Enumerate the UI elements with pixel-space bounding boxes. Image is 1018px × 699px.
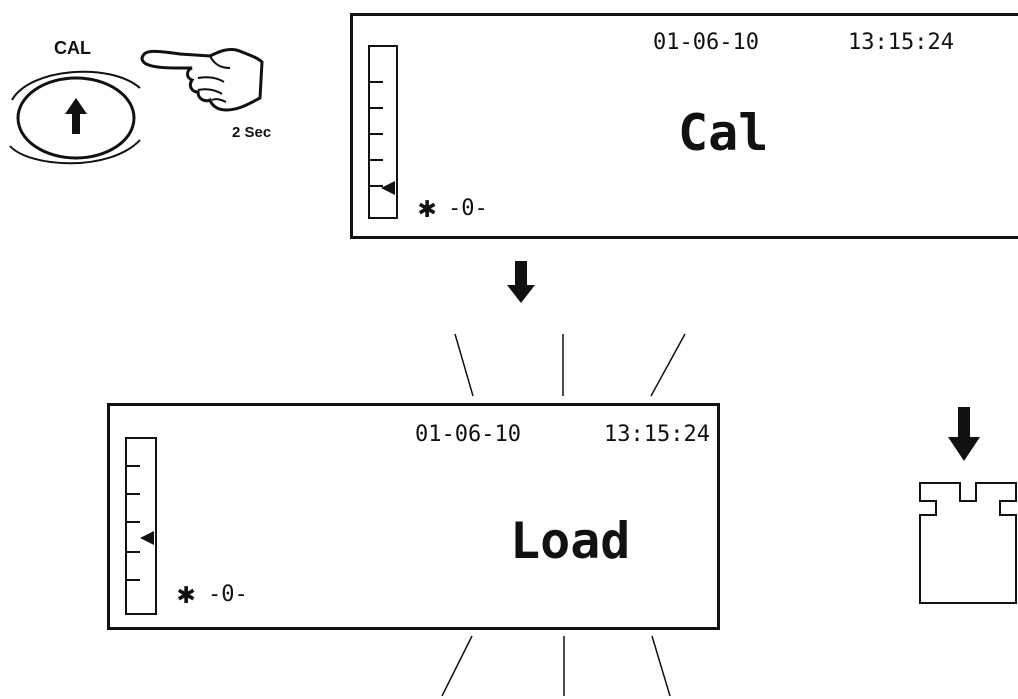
- time-readout: 13:15:24: [604, 422, 710, 447]
- stable-indicator: ✱: [418, 190, 437, 225]
- gauge-pointer: [381, 181, 395, 195]
- bar-gauge: [368, 45, 398, 219]
- display-message: Load: [510, 512, 631, 570]
- flash-rays-bottom: [441, 635, 671, 697]
- down-arrow-icon: [507, 261, 535, 303]
- hold-time-label: 2 Sec: [232, 124, 272, 141]
- display-bottom: 01-06-10 13:15:24 Load ✱ -0-: [107, 403, 720, 630]
- date-readout: 01-06-10: [653, 30, 759, 55]
- display-message: Cal: [678, 104, 769, 162]
- calibration-weight-icon: [919, 482, 1017, 604]
- bar-gauge: [125, 437, 157, 615]
- down-arrow-icon: [948, 407, 980, 461]
- stable-indicator: ✱: [177, 576, 196, 611]
- cal-button[interactable]: [0, 60, 170, 190]
- pointing-hand-icon: [140, 48, 264, 112]
- cal-button-label: CAL: [54, 38, 91, 58]
- date-readout: 01-06-10: [415, 422, 521, 447]
- display-top: 01-06-10 13:15:24 Cal ✱ -0-: [350, 13, 1018, 239]
- time-readout: 13:15:24: [848, 30, 954, 55]
- zero-indicator: -0-: [208, 582, 248, 607]
- flash-rays-top: [454, 333, 686, 397]
- zero-indicator: -0-: [448, 196, 488, 221]
- up-arrow-icon: [65, 98, 87, 134]
- gauge-pointer: [140, 531, 154, 545]
